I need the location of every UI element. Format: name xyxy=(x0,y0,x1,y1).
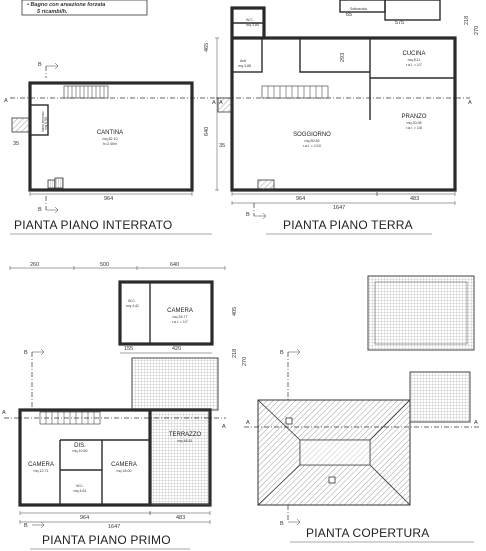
camera-top-label: CAMERA xyxy=(167,308,193,314)
dim-35-basement: 35 xyxy=(13,141,19,147)
section-b-top: B xyxy=(38,62,42,68)
wc-terra-label: W.C. xyxy=(246,18,254,22)
dim-65-ground: 65 xyxy=(346,12,352,18)
soggiorno-area: mq 50.83 xyxy=(305,139,320,143)
soggiorno-ral: r.a.l. = 1/10 xyxy=(303,144,321,148)
dim-500-first: 500 xyxy=(100,262,109,268)
section-a-right-roof: A xyxy=(474,420,478,426)
section-a-right-ground: A xyxy=(468,100,472,106)
dim-218-first: 218 xyxy=(232,349,238,358)
wc-terra-area: mq 3.84 xyxy=(246,23,259,27)
wc-primo-bottom-area: mq 4.61 xyxy=(74,489,87,493)
section-a-right-first: A xyxy=(222,424,226,430)
pranzo-label: PRANZO xyxy=(401,114,426,120)
wc-primo-top-label: W.C. xyxy=(128,299,136,303)
section-a-right: A xyxy=(212,100,216,106)
roof-upper xyxy=(367,275,475,351)
terrazzo-area: mq 48.51 xyxy=(178,439,193,443)
anti-area: mq 3.88 xyxy=(238,64,251,68)
dim-640-ground: 640 xyxy=(204,127,210,136)
dim-465-ground: 465 xyxy=(204,43,210,52)
dim-270-first: 270 xyxy=(242,357,248,366)
dim-35-ground: 35 xyxy=(219,143,225,149)
plan-first-floor: 260 500 640 W.C. mq 4.41 CAMERA mq 16.77… xyxy=(2,262,248,530)
plan-basement: B B A A Vano tecnico mq 5.50 CANTINA mq … xyxy=(4,62,216,214)
ground-outline xyxy=(230,36,457,192)
ground-stair xyxy=(261,85,329,99)
caption-roof: PIANTA COPERTURA xyxy=(306,526,429,540)
roof-main xyxy=(257,399,411,506)
wc-primo-top-area: mq 4.41 xyxy=(126,304,139,308)
note-line-1: • Bagno con areazione forzata xyxy=(27,2,105,8)
vano-tecnico-area: mq 5.50 xyxy=(44,117,48,130)
dim-964-first: 964 xyxy=(80,515,89,521)
camera-left-area: mq 12.71 xyxy=(34,469,49,473)
section-b-first-top: B xyxy=(24,350,28,356)
wc-primo-bottom-label: W.C. xyxy=(76,484,84,488)
caption-first: PIANTA PIANO PRIMO xyxy=(42,533,171,547)
dis-area: mq 10.60 xyxy=(73,449,88,453)
pranzo-area: mq 20.08 xyxy=(407,121,422,125)
basement-outline xyxy=(28,81,194,192)
caption-basement: PIANTA PIANO INTERRATO xyxy=(14,218,172,232)
dim-483-first: 483 xyxy=(176,515,185,521)
dim-270-ground: 270 xyxy=(474,26,480,35)
dim-293-ground: 293 xyxy=(340,53,346,62)
plan-roof: A A B B xyxy=(244,275,480,527)
chimney-left xyxy=(285,417,293,425)
note-line-2: 5 ricambi/h. xyxy=(37,9,68,15)
ventilation-note: • Bagno con areazione forzata 5 ricambi/… xyxy=(21,0,148,16)
chimney-bottom xyxy=(328,476,336,484)
plan-ground-floor: W.C. mq 3.84 Anti mq 3.88 Sottoscala A A… xyxy=(204,0,480,220)
dim-483-ground: 483 xyxy=(410,196,419,202)
section-b-roof-bottom: B xyxy=(280,521,284,527)
cucina-area: mq 8.11 xyxy=(408,58,421,62)
cantina-label: CANTINA xyxy=(97,130,123,136)
cucina-ral: r.a.l. = 1/7 xyxy=(406,63,422,67)
camera-right-area: mq 16.00 xyxy=(117,469,132,473)
section-a-left: A xyxy=(4,98,8,104)
cantina-area: mq 82.10 xyxy=(103,137,118,141)
camera-top-ral: r.a.l. = 1/7 xyxy=(172,320,188,324)
dim-964-ground: 964 xyxy=(296,196,305,202)
section-b-bottom: B xyxy=(38,207,42,213)
dim-420-first: 420 xyxy=(172,346,181,352)
dim-1647-first: 1647 xyxy=(108,524,120,530)
vano-tecnico-label: Vano tecnico xyxy=(41,111,45,132)
dim-405-first: 405 xyxy=(232,307,238,316)
caption-ground: PIANTA PIANO TERRA xyxy=(283,218,413,232)
pranzo-ral: r.a.l. = 1/8 xyxy=(406,126,422,130)
soggiorno-label: SOGGIORNO xyxy=(293,132,331,138)
camera-top-area: mq 16.77 xyxy=(173,315,188,319)
dis-label: DIS. xyxy=(74,443,86,449)
dim-260-first: 260 xyxy=(30,262,39,268)
sottoscala-label: Sottoscala xyxy=(350,7,367,11)
section-a-left-roof: A xyxy=(246,420,250,426)
section-b-ground-bottom: B xyxy=(246,212,250,218)
camera-left-label: CAMERA xyxy=(28,462,54,468)
cucina-label: CUCINA xyxy=(402,51,425,57)
dim-575-ground: 575 xyxy=(395,20,404,26)
dim-218-ground: 218 xyxy=(464,16,470,25)
section-b-roof-top: B xyxy=(280,350,284,356)
dim-964-basement: 964 xyxy=(104,196,113,202)
terrazzo-label: TERRAZZO xyxy=(169,432,202,438)
dim-640-first: 640 xyxy=(170,262,179,268)
camera-right-label: CAMERA xyxy=(111,462,137,468)
anti-label: Anti xyxy=(240,59,246,63)
dim-1647-ground: 1647 xyxy=(333,205,345,211)
section-a-left-first: A xyxy=(2,410,6,416)
basement-stair xyxy=(63,85,109,99)
dim-155-first: 155 xyxy=(124,346,133,352)
cantina-height: h=2.40m xyxy=(103,142,117,146)
section-b-first-bottom: B xyxy=(24,523,28,529)
